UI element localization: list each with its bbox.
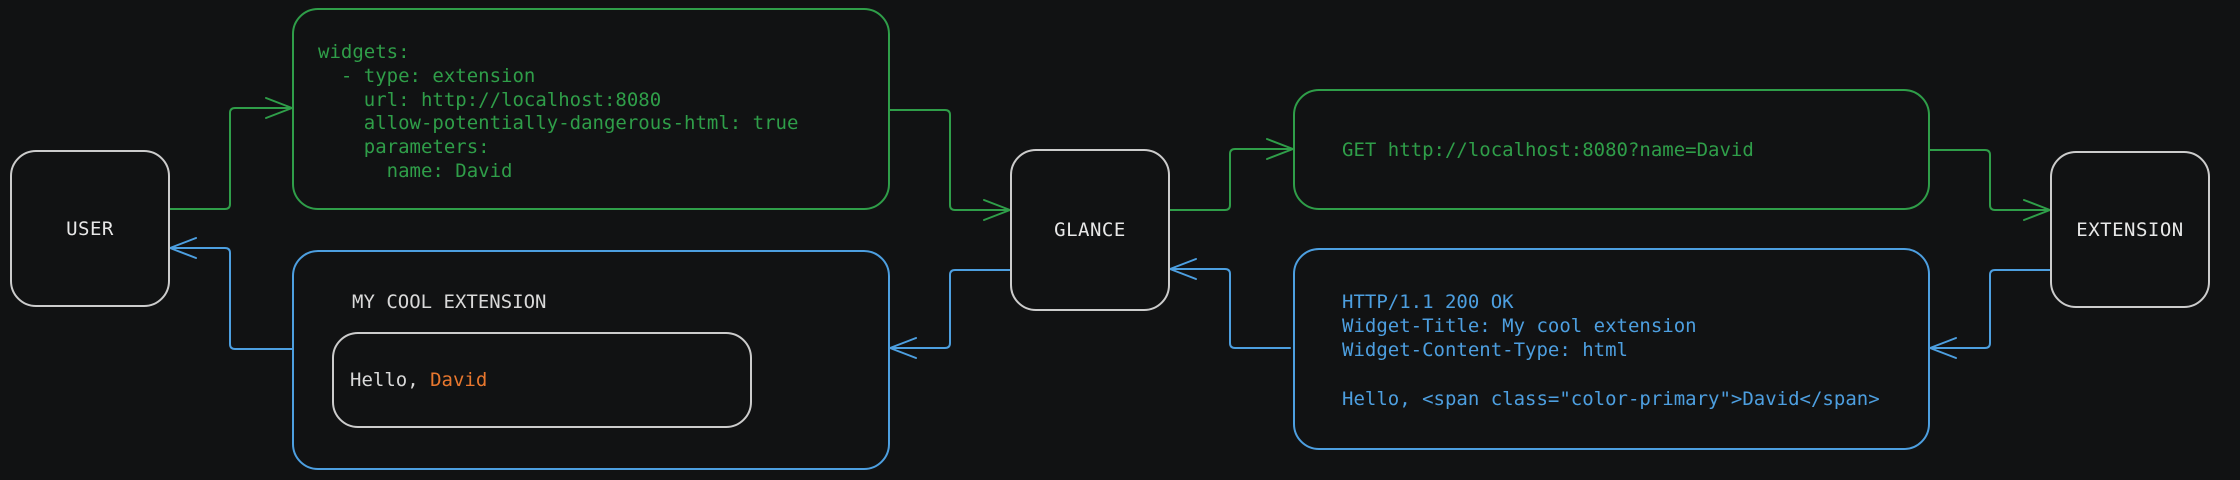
- config-yaml-code: widgets: - type: extension url: http://l…: [318, 41, 799, 182]
- arrow-response-to-glance: [1169, 258, 1291, 349]
- node-extension: EXTENSION: [2050, 151, 2210, 308]
- arrowhead-left-icon: [169, 237, 197, 259]
- widget-greeting: Hello, David: [350, 368, 487, 392]
- arrowhead-right-icon: [983, 199, 1011, 221]
- widget-title: MY COOL EXTENSION: [352, 291, 547, 313]
- node-extension-label: EXTENSION: [2076, 218, 2184, 241]
- arrowhead-right-icon: [1266, 138, 1294, 160]
- node-user: USER: [10, 150, 170, 307]
- arrowhead-right-icon: [2023, 199, 2051, 221]
- arrow-extension-to-response: [1929, 269, 2051, 359]
- greeting-prefix: Hello,: [350, 369, 431, 391]
- node-user-label: USER: [66, 217, 114, 240]
- node-glance-label: GLANCE: [1054, 219, 1126, 241]
- arrow-glance-to-request: [1169, 138, 1294, 211]
- arrow-user-to-config: [169, 97, 293, 210]
- arrowhead-left-icon: [1169, 258, 1197, 280]
- arrow-request-to-extension: [1929, 149, 2051, 221]
- http-response-code: HTTP/1.1 200 OK Widget-Title: My cool ex…: [1342, 291, 1880, 410]
- http-request-code: GET http://localhost:8080?name=David: [1342, 139, 1754, 161]
- config-yaml-box: [292, 8, 890, 210]
- widget-content-box: [332, 332, 752, 428]
- arrow-config-to-glance: [889, 109, 1011, 221]
- arrowhead-left-icon: [1929, 337, 1957, 359]
- greeting-name: David: [430, 369, 488, 391]
- node-glance: GLANCE: [1010, 149, 1170, 311]
- http-response-box: [1293, 248, 1930, 450]
- http-request-box: [1293, 89, 1930, 210]
- arrow-widget-to-user: [169, 237, 293, 350]
- arrow-glance-to-widget: [889, 269, 1011, 359]
- arrowhead-right-icon: [265, 97, 293, 119]
- rendered-widget-box: [292, 250, 890, 470]
- arrowhead-left-icon: [889, 337, 917, 359]
